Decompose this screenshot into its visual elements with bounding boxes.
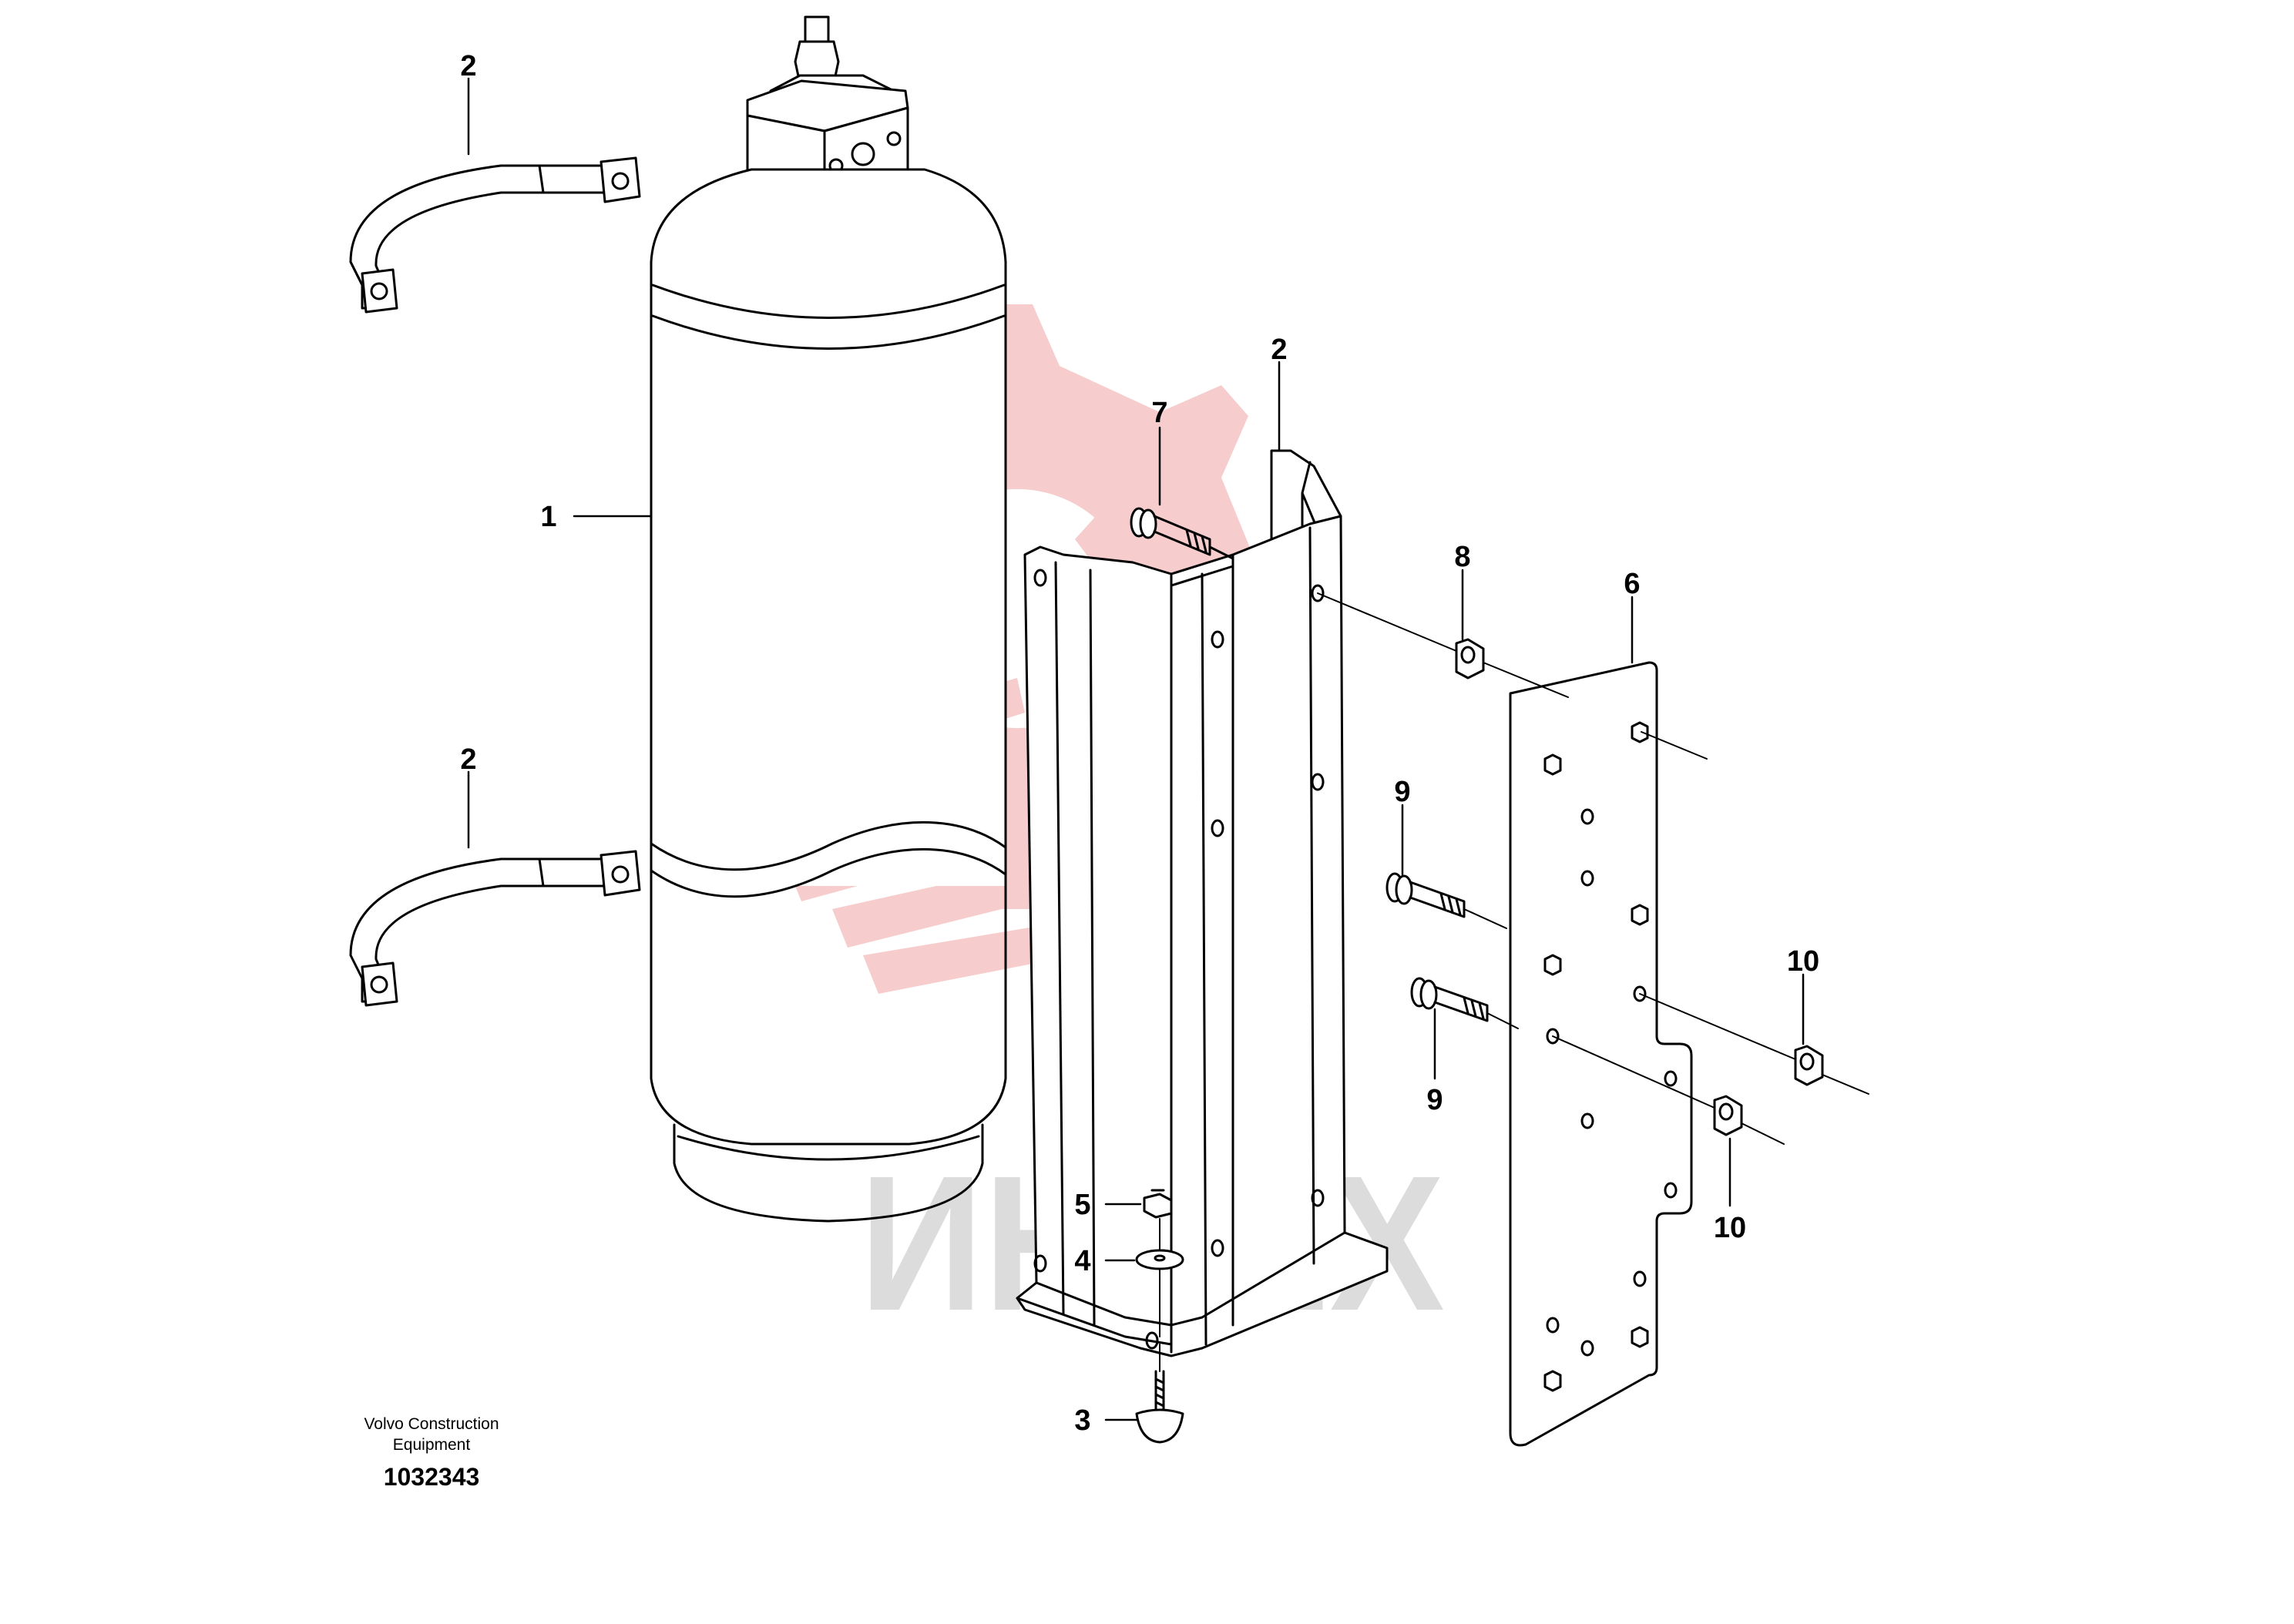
strap-bolt-hole bbox=[611, 865, 630, 884]
callout-5: 5 bbox=[1074, 1189, 1090, 1221]
cylinder-upper-body bbox=[650, 168, 1007, 887]
extinguisher-cylinder bbox=[650, 15, 1007, 1223]
callout-2-bracket: 2 bbox=[1271, 334, 1287, 366]
plate-holes bbox=[1546, 808, 1678, 1357]
callout-9-upper: 9 bbox=[1394, 776, 1410, 808]
cylinder-shoulder-line bbox=[651, 284, 1006, 319]
caption-block: Volvo Construction Equipment 1032343 bbox=[364, 1415, 499, 1491]
callout-1: 1 bbox=[540, 501, 556, 533]
callout-4: 4 bbox=[1074, 1245, 1090, 1277]
valve-port-hole bbox=[851, 142, 875, 166]
callout-7: 7 bbox=[1151, 397, 1167, 429]
callout-9-lower: 9 bbox=[1426, 1084, 1443, 1116]
leader-lines bbox=[467, 77, 1805, 1421]
nut-5 bbox=[1143, 1189, 1173, 1219]
strap-clamp-top bbox=[349, 156, 641, 314]
strap-clamp-bottom bbox=[349, 850, 641, 1007]
callout-10-lower: 10 bbox=[1714, 1212, 1746, 1244]
bracket-holes bbox=[1033, 569, 1325, 1350]
cylinder-base-ring bbox=[673, 1123, 984, 1223]
callout-6: 6 bbox=[1624, 568, 1640, 600]
manufacturer-line-1: Volvo Construction bbox=[364, 1415, 499, 1433]
valve-port-hole bbox=[886, 131, 902, 146]
mounting-bracket bbox=[1016, 449, 1389, 1357]
cylinder-break-line bbox=[650, 848, 1007, 898]
cylinder-break-line bbox=[650, 821, 1007, 871]
manufacturer-line-2: Equipment bbox=[393, 1436, 471, 1454]
spacer-10-upper bbox=[1794, 1045, 1824, 1086]
spacer-10-lower bbox=[1713, 1095, 1743, 1136]
spacer-8 bbox=[1455, 638, 1485, 679]
callout-2-top: 2 bbox=[460, 50, 476, 82]
callout-2-bottom: 2 bbox=[460, 743, 476, 776]
strap-bolt-hole bbox=[370, 975, 388, 994]
callout-10-upper: 10 bbox=[1787, 945, 1819, 978]
washer-4 bbox=[1135, 1249, 1184, 1270]
callout-labels: 1 2 2 2 7 8 6 9 9 10 10 5 4 3 bbox=[460, 50, 1819, 1437]
line-art bbox=[349, 15, 1869, 1447]
bolt-9-lower bbox=[1410, 977, 1489, 1022]
bolt-7 bbox=[1130, 507, 1234, 560]
plate-nuts bbox=[1543, 721, 1649, 1392]
callout-3: 3 bbox=[1074, 1404, 1090, 1437]
bolt-9-upper bbox=[1385, 872, 1466, 918]
cylinder-lower-body bbox=[650, 884, 1007, 1146]
valve-nipple bbox=[804, 15, 830, 43]
cylinder-shoulder-line bbox=[651, 314, 1006, 350]
strap-bolt-hole bbox=[370, 282, 388, 300]
diagram-reference-number: 1032343 bbox=[384, 1463, 480, 1491]
screw-3 bbox=[1135, 1370, 1184, 1444]
assembly-axis-lines bbox=[1159, 592, 1869, 1372]
cylinder-base-line bbox=[677, 1135, 980, 1161]
mounting-plate bbox=[1509, 661, 1693, 1447]
strap-bolt-hole bbox=[611, 172, 630, 190]
callout-8: 8 bbox=[1454, 541, 1470, 573]
